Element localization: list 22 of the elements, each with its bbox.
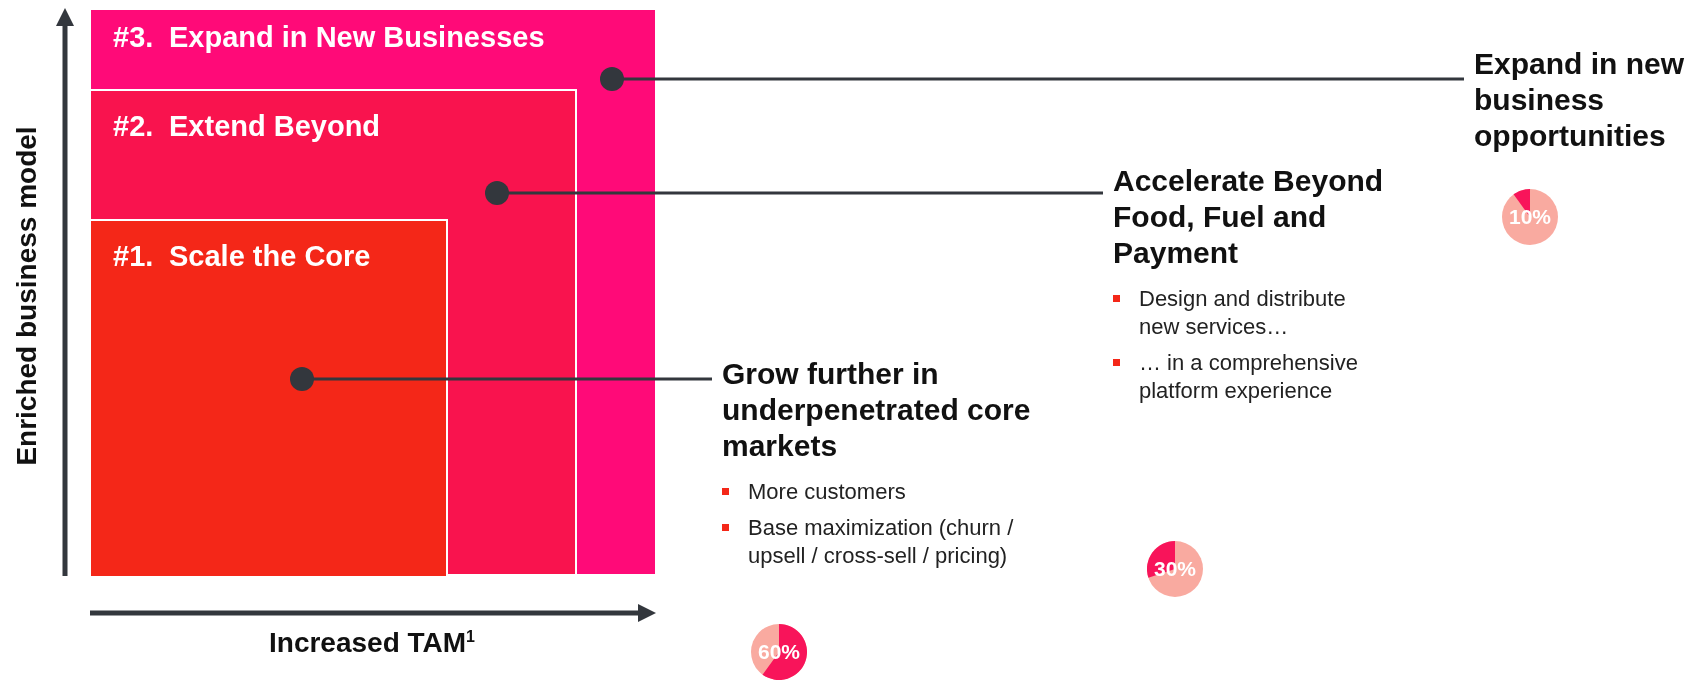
stage-box xyxy=(91,89,577,574)
stage-title: Extend Beyond xyxy=(169,109,382,143)
heading-text: Grow further in underpenetrated core markets xyxy=(722,356,1032,464)
stage-number: #2. xyxy=(113,109,155,143)
bullet-item: More customers xyxy=(722,478,1052,506)
heading-text: Accelerate Beyond Food, Fuel and Payment xyxy=(1113,163,1385,271)
axis-label: Enriched business model xyxy=(11,126,43,466)
bullet-item: Design and distribute new services… xyxy=(1113,285,1360,341)
stage-box xyxy=(91,219,448,576)
leader-line xyxy=(600,67,1464,91)
stage-number: #1. xyxy=(113,239,155,273)
heading-text: Expand in new business opportunities xyxy=(1474,46,1686,154)
bullet-item: Base maximization (churn / upsell / cross-sell / pricing) xyxy=(722,514,1052,570)
stage-title: Expand in New Businesses xyxy=(169,20,546,54)
leader-line xyxy=(485,181,1103,205)
stage-number: #3. xyxy=(113,20,155,54)
pie-chart: 10% xyxy=(1502,189,1558,245)
axis-label: Increased TAM$^{1}$ xyxy=(269,627,475,659)
stage-title: Scale the Core xyxy=(169,239,372,273)
stage-box xyxy=(91,10,655,574)
bullet-item: … in a comprehensive platform experience xyxy=(1113,349,1360,405)
leader-line xyxy=(290,367,712,391)
